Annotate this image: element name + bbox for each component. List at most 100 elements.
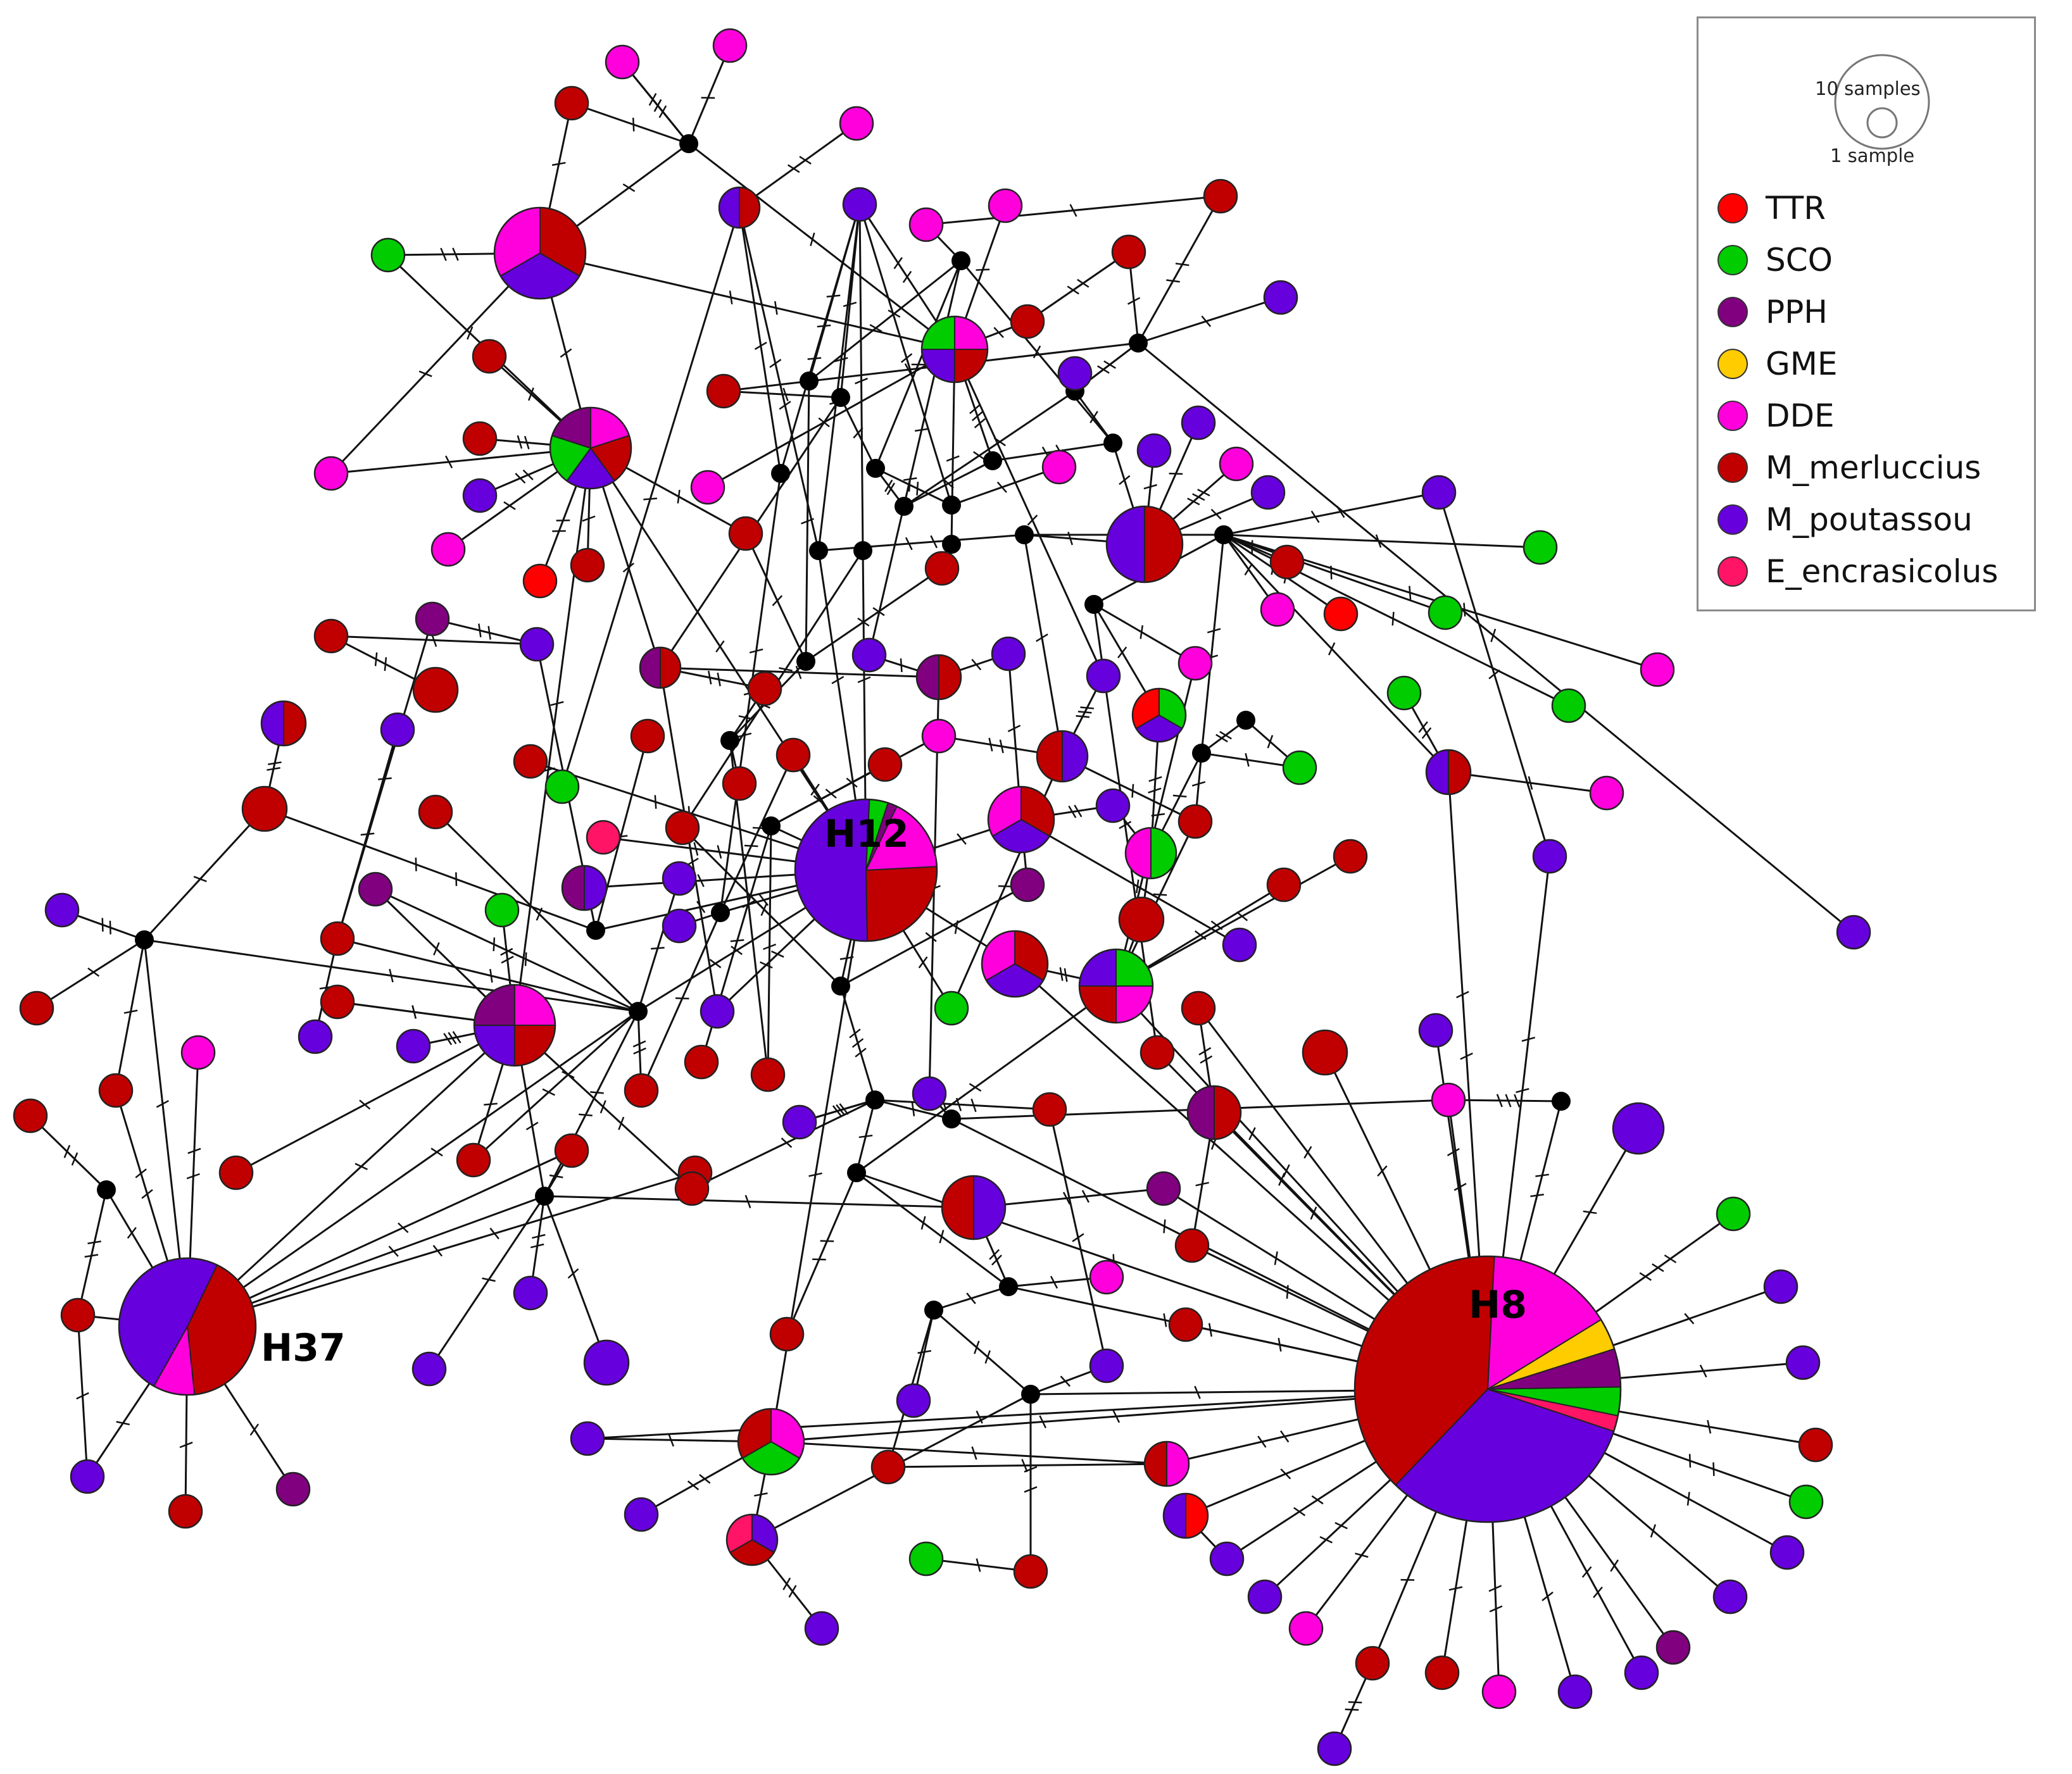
mutation-tick: [1454, 1182, 1467, 1191]
haplotype-node: [298, 1019, 333, 1054]
edge: [589, 447, 867, 871]
pie-slice-m_merluccius: [941, 1175, 974, 1240]
mutation-tick: [1528, 776, 1533, 790]
mutation-tick: [1236, 911, 1248, 921]
mutation-tick: [886, 482, 895, 496]
mutation-tick: [1490, 628, 1497, 642]
haplotype-node: [1551, 688, 1586, 723]
haplotype-node: [44, 892, 80, 928]
mutation-tick: [744, 1194, 751, 1209]
edge: [1138, 296, 1281, 344]
haplotype-node: [1769, 1535, 1805, 1570]
mutation-tick: [515, 473, 526, 484]
mutation-tick: [795, 665, 802, 680]
mutation-tick: [772, 595, 783, 606]
mutation-tick: [651, 947, 665, 950]
mutation-tick: [974, 1340, 980, 1354]
haplotype-node: [513, 1275, 548, 1311]
mutation-tick: [1650, 1524, 1657, 1538]
median-vector: [809, 541, 828, 560]
node-outline: [1425, 749, 1472, 796]
edge: [770, 1440, 1167, 1465]
mutation-tick: [1639, 1272, 1652, 1281]
haplotype-node: [554, 1133, 589, 1168]
mutation-ticks: [63, 93, 1715, 1711]
node-outline: [561, 865, 608, 911]
mutation-tick: [590, 1091, 604, 1094]
mutation-tick: [943, 478, 954, 489]
haplotype-node: [662, 908, 697, 944]
mutation-tick: [524, 952, 527, 966]
mutation-tick: [904, 363, 913, 377]
legend: 10 samples 1 sample TTR SCO PPH GME DDE …: [1697, 16, 2036, 611]
mutation-tick: [993, 327, 1004, 339]
mutation-tick: [810, 232, 815, 246]
mutation-tick: [855, 1047, 867, 1058]
edge: [681, 827, 842, 987]
mutation-tick: [1293, 1507, 1306, 1516]
haplotype-node: [1181, 405, 1216, 440]
legend-label-m-poutassou: M_poutassou: [1766, 501, 1973, 538]
mutation-tick: [1064, 968, 1068, 982]
mutation-tick: [359, 1099, 371, 1110]
edge: [1020, 818, 1240, 946]
legend-item-m-poutassou: M_poutassou: [1717, 501, 1973, 539]
mutation-tick: [920, 1216, 926, 1230]
median-vector: [1192, 744, 1211, 763]
edge: [640, 912, 722, 1091]
edge: [660, 666, 939, 678]
mutation-tick: [925, 932, 937, 942]
mutation-tick: [973, 451, 986, 461]
haplotype-node: [370, 237, 406, 273]
mutation-tick: [489, 1227, 499, 1240]
mutation-tick: [1119, 475, 1131, 485]
edge: [330, 252, 541, 475]
haplotype-node: [1168, 1307, 1203, 1342]
legend-item-pph: PPH: [1717, 293, 1828, 331]
mutation-tick: [1027, 515, 1038, 526]
median-vector: [535, 1187, 554, 1206]
legend-item-m-merluccius: M_merluccius: [1717, 449, 1981, 487]
haplotype-node: [1386, 675, 1422, 711]
mutation-tick: [374, 652, 378, 666]
mutation-tick: [135, 1168, 147, 1178]
mutation-tick: [708, 670, 712, 685]
mutation-tick: [966, 1292, 976, 1304]
haplotype-node: [1089, 1259, 1124, 1295]
mutation-tick: [1089, 411, 1098, 423]
mutation-tick: [433, 942, 440, 956]
mutation-tick: [549, 1174, 563, 1178]
mutation-tick: [1463, 603, 1466, 617]
haplotype-node: [1222, 927, 1257, 963]
haplotype-node: [665, 810, 700, 846]
mutation-tick: [1062, 1192, 1071, 1205]
edge: [1137, 196, 1222, 344]
mutation-tick: [738, 715, 753, 720]
haplotype-node: [1712, 1579, 1748, 1615]
mutation-tick: [579, 1113, 593, 1116]
swatch-gme: [1717, 349, 1748, 379]
haplotype-node: [1302, 1029, 1348, 1076]
mutation-tick: [1143, 484, 1157, 490]
pie-slice-m_poutassou: [973, 1175, 1006, 1240]
pie-slice-pph: [639, 646, 661, 689]
edge: [330, 447, 591, 475]
node-outline: [981, 930, 1049, 998]
mutation-tick: [1201, 315, 1212, 327]
haplotype-node: [241, 785, 288, 832]
mutation-tick: [731, 946, 743, 956]
edge: [688, 45, 731, 144]
haplotype-node: [782, 1104, 817, 1140]
mutation-tick: [709, 959, 722, 968]
mutation-tick: [536, 907, 543, 921]
mutation-tick: [1448, 1586, 1463, 1591]
mutation-tick: [1068, 805, 1077, 818]
mutation-tick: [730, 939, 744, 942]
mutation-tick: [1060, 1375, 1071, 1387]
haplotype-node: [1177, 646, 1213, 681]
mutation-tick: [430, 1147, 443, 1157]
mutation-tick: [1187, 497, 1200, 506]
edge: [434, 811, 639, 1013]
mutation-tick: [754, 341, 767, 350]
mutation-tick: [831, 676, 844, 685]
